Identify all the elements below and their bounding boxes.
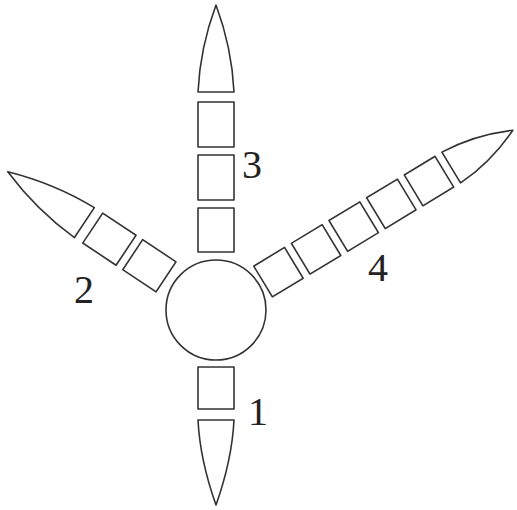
callout-number: 1 [248,392,268,432]
toe-arm [198,367,234,505]
toe-arm [198,5,234,252]
callout-number: 3 [242,145,262,185]
callout-number: 4 [368,248,388,288]
callout-number: 2 [74,270,94,310]
toe-arm [254,115,517,297]
center-pad [166,260,266,360]
